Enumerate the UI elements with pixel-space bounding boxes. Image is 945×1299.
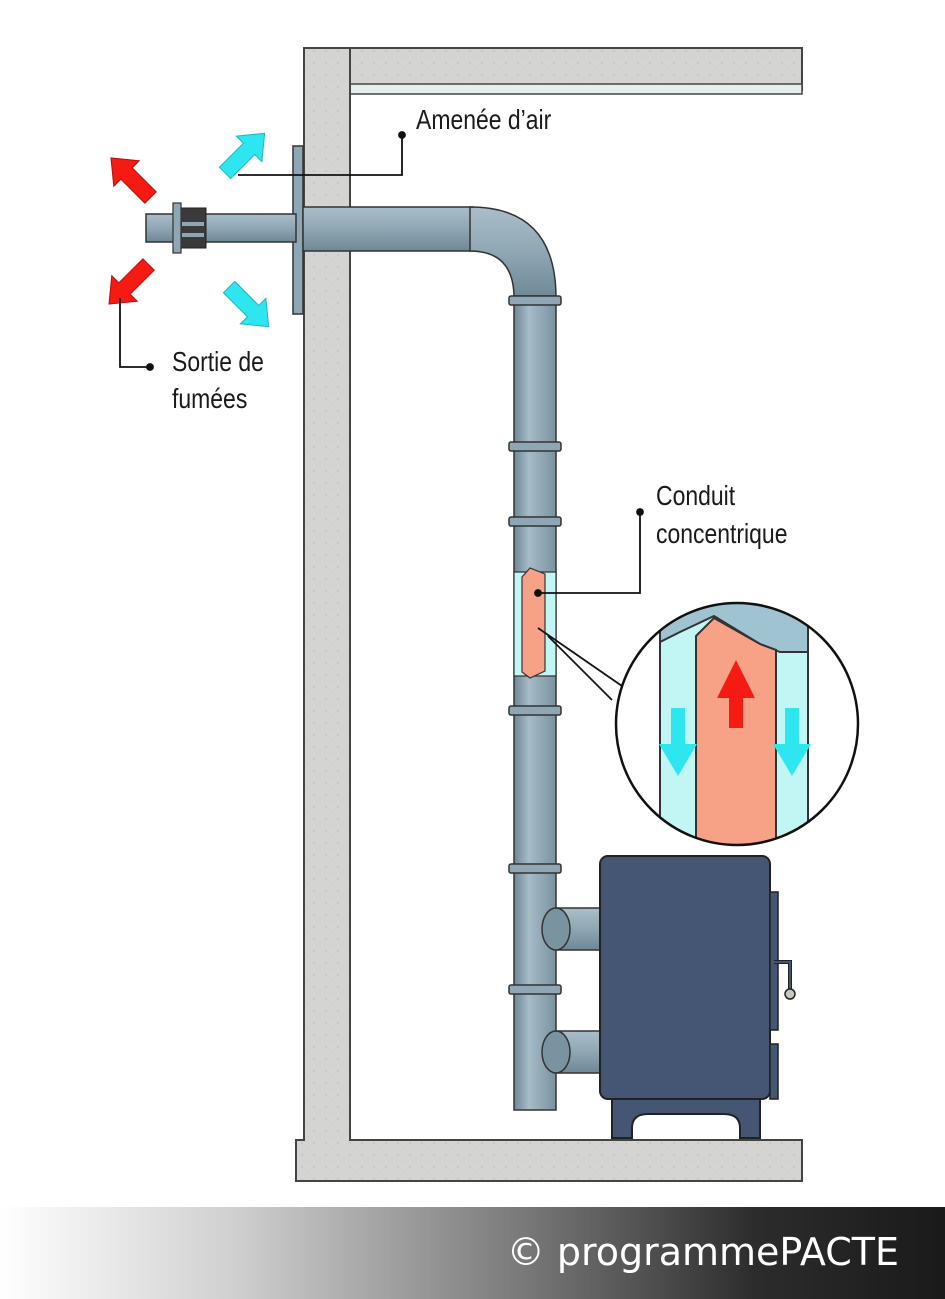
pipe-collar [508, 705, 562, 716]
air-intake-label: Amenée d’air [416, 104, 552, 135]
flue-pipe [302, 206, 562, 1111]
horizontal-pipe [302, 206, 474, 252]
copyright-banner: © programmePACTE [0, 1207, 945, 1299]
arrow-red-icon [110, 157, 157, 204]
smoke-outlet-label-line2: fumées [172, 383, 248, 414]
arrow-red-icon [108, 258, 155, 305]
zoom-inset [614, 601, 860, 847]
stove [599, 855, 796, 1139]
smoke-outlet-label-line1: Sortie de [172, 346, 264, 377]
zoom-inner-duct [695, 616, 777, 845]
pipe-collar [508, 984, 562, 995]
terminal-grille [179, 207, 207, 249]
air-intake-leader [238, 135, 403, 176]
pipe-collar [508, 863, 562, 874]
stove-connectors [541, 907, 603, 1074]
duct-label-line2: concentrique [656, 518, 788, 549]
floor [295, 1139, 803, 1182]
elbow [469, 206, 557, 299]
leader-lines [119, 131, 644, 701]
terminal-tube [145, 213, 297, 243]
stove-lower-hinge [769, 1043, 779, 1100]
arrow-cyan-icon [659, 708, 697, 776]
copyright-text: © programmePACTE [506, 1230, 899, 1274]
stove-body [599, 855, 771, 1100]
arrow-cyan-icon [773, 708, 811, 776]
air-intake-arrows [218, 132, 270, 328]
duct-label-line1: Conduit [656, 480, 736, 511]
arrow-red-icon [717, 660, 755, 728]
pipe-collar [508, 295, 562, 306]
arrow-cyan-icon [218, 132, 266, 180]
ceiling-finish [349, 83, 803, 95]
pipe-collar [508, 516, 562, 527]
pipe-collar [508, 441, 562, 452]
smoke-outlet-leader [119, 298, 150, 368]
arrow-cyan-icon [222, 280, 270, 328]
inner-duct-cutaway [521, 567, 546, 679]
stove-base [611, 1098, 761, 1139]
wall-terminal [145, 145, 304, 315]
duct-leader [538, 512, 641, 594]
smoke-outlet-arrows [108, 157, 157, 305]
